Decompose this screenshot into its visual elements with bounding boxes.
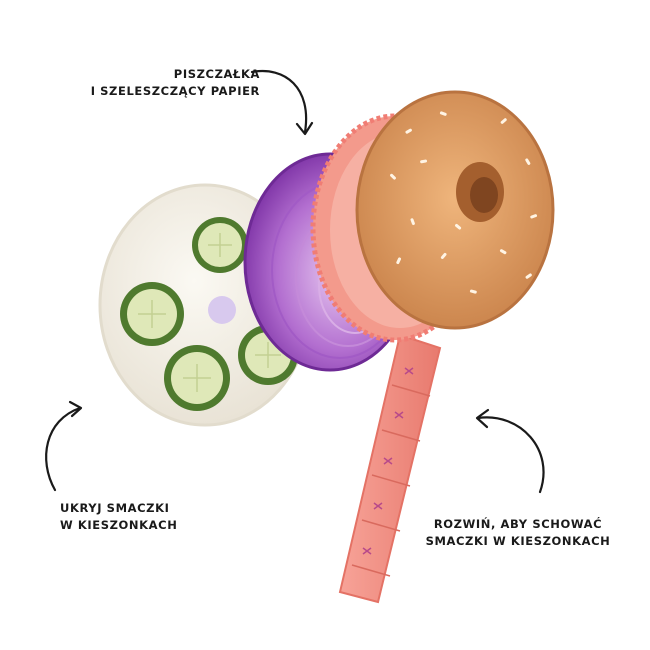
cucumber-slice (164, 345, 230, 411)
arrow-left-icon (45, 406, 82, 492)
arrow-top-icon (250, 69, 308, 134)
callout-squeaker: PISZCZAŁKA I SZELESZCZĄCY PAPIER (90, 66, 260, 100)
callout-line: UKRYJ SMACZKI (60, 501, 170, 515)
arrow-top-icon (295, 121, 314, 136)
bagel-top (355, 90, 555, 330)
callout-line: SMACZKI W KIESZONKACH (425, 534, 611, 548)
cucumber-slice (120, 282, 184, 346)
arrow-left-icon (68, 400, 83, 418)
callout-line: I SZELESZCZĄCY PAPIER (90, 84, 260, 98)
callout-unroll: ROZWIŃ, ABY SCHOWAĆ SMACZKI W KIESZONKAC… (418, 516, 618, 550)
cucumber-slice (192, 217, 248, 273)
callout-line: ROZWIŃ, ABY SCHOWAĆ (433, 517, 603, 531)
arrow-right-icon (476, 416, 545, 494)
arrow-right-icon (475, 408, 490, 429)
pocket-strap (338, 333, 442, 604)
callout-line: W KIESZONKACH (60, 518, 178, 532)
caper-dot (208, 296, 236, 324)
callout-line: PISZCZAŁKA (173, 67, 260, 81)
callout-hide-treats: UKRYJ SMACZKI W KIESZONKACH (60, 500, 177, 534)
